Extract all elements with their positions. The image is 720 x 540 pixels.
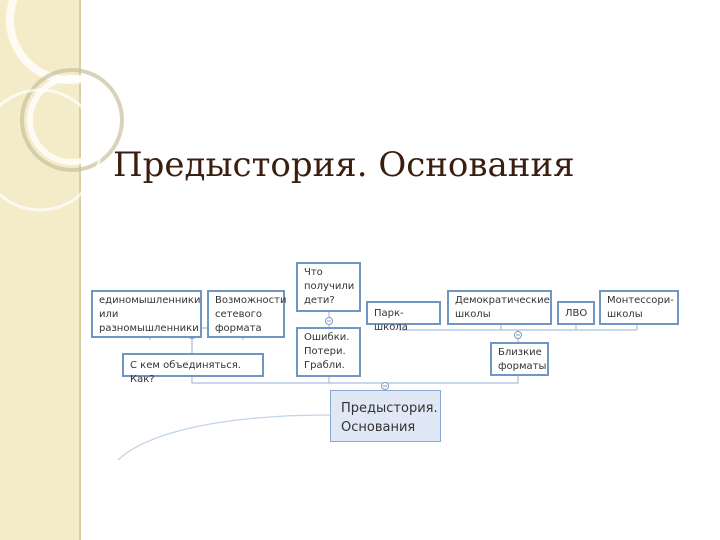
node-democratic-schools[interactable]: Демократические школы (447, 290, 552, 325)
node-lvo[interactable]: ЛВО (557, 301, 595, 325)
slide-title: Предыстория. Основания (113, 145, 575, 185)
node-central-topic[interactable]: Предыстория. Основания (330, 390, 441, 442)
node-label: С кем объединяться. Как? (130, 360, 241, 385)
node-close-formats[interactable]: Близкие форматы (490, 342, 549, 376)
node-label: Демократические школы (455, 295, 550, 320)
node-label: Парк-школа (374, 308, 408, 333)
node-label: Что получили дети? (304, 267, 355, 306)
decorative-strip-edge (79, 0, 81, 540)
node-label: Близкие форматы (498, 347, 547, 372)
node-like-minded[interactable]: единомышленники или разномышленники (91, 290, 202, 338)
node-label: ЛВО (565, 308, 588, 319)
node-park-school[interactable]: Парк-школа (366, 301, 441, 333)
node-label: Предыстория. Основания (341, 401, 438, 435)
node-mistakes[interactable]: Ошибки. Потери. Грабли. (296, 327, 361, 377)
node-with-whom[interactable]: С кем объединяться. Как? (122, 353, 264, 385)
node-label: Монтессори- школы (607, 295, 674, 320)
node-network-format[interactable]: Возможности сетевого формата (207, 290, 287, 338)
node-label: единомышленники или разномышленники (99, 295, 201, 334)
node-kids-got[interactable]: Что получили дети? (296, 262, 361, 312)
node-label: Ошибки. Потери. Грабли. (304, 332, 350, 371)
node-montessori[interactable]: Монтессори- школы (599, 290, 679, 325)
decorative-circles (0, 0, 134, 212)
node-label: Возможности сетевого формата (215, 295, 287, 334)
